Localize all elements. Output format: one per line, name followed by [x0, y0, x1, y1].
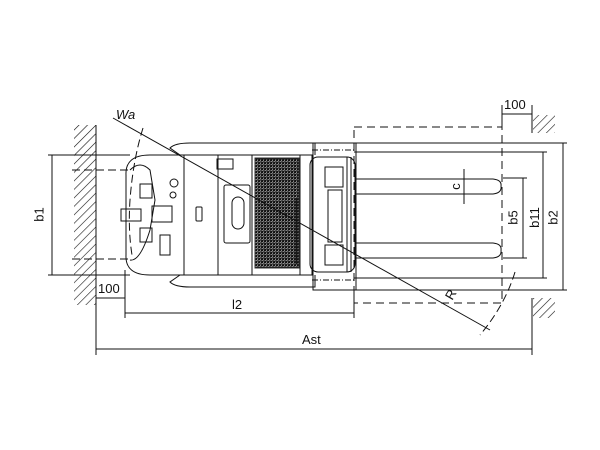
b11-label: b11 [526, 207, 542, 228]
clearance-right-label: 100 [504, 97, 526, 112]
mast [309, 142, 357, 291]
wa-radius-line [112, 117, 491, 331]
fork-top [354, 178, 502, 195]
truck-chassis [120, 142, 316, 288]
right-wall-bottom [531, 298, 555, 355]
clearance-left-label: 100 [98, 281, 120, 296]
left-wall [74, 125, 97, 355]
b2-label: b2 [545, 210, 561, 225]
ast-label: Ast [302, 332, 321, 347]
wa-label: Wa [116, 107, 136, 122]
l2-label: l2 [232, 297, 243, 312]
b1-label: b1 [31, 207, 47, 222]
r-arc [479, 271, 516, 336]
width-lines [48, 142, 567, 291]
dimension-lines [51, 105, 564, 350]
b5-label: b5 [505, 210, 521, 225]
c-label: c [447, 183, 463, 190]
right-wall-top [531, 105, 555, 133]
fork-bottom [354, 242, 502, 259]
wa-arc [128, 127, 144, 256]
pallet-outline [353, 126, 503, 304]
